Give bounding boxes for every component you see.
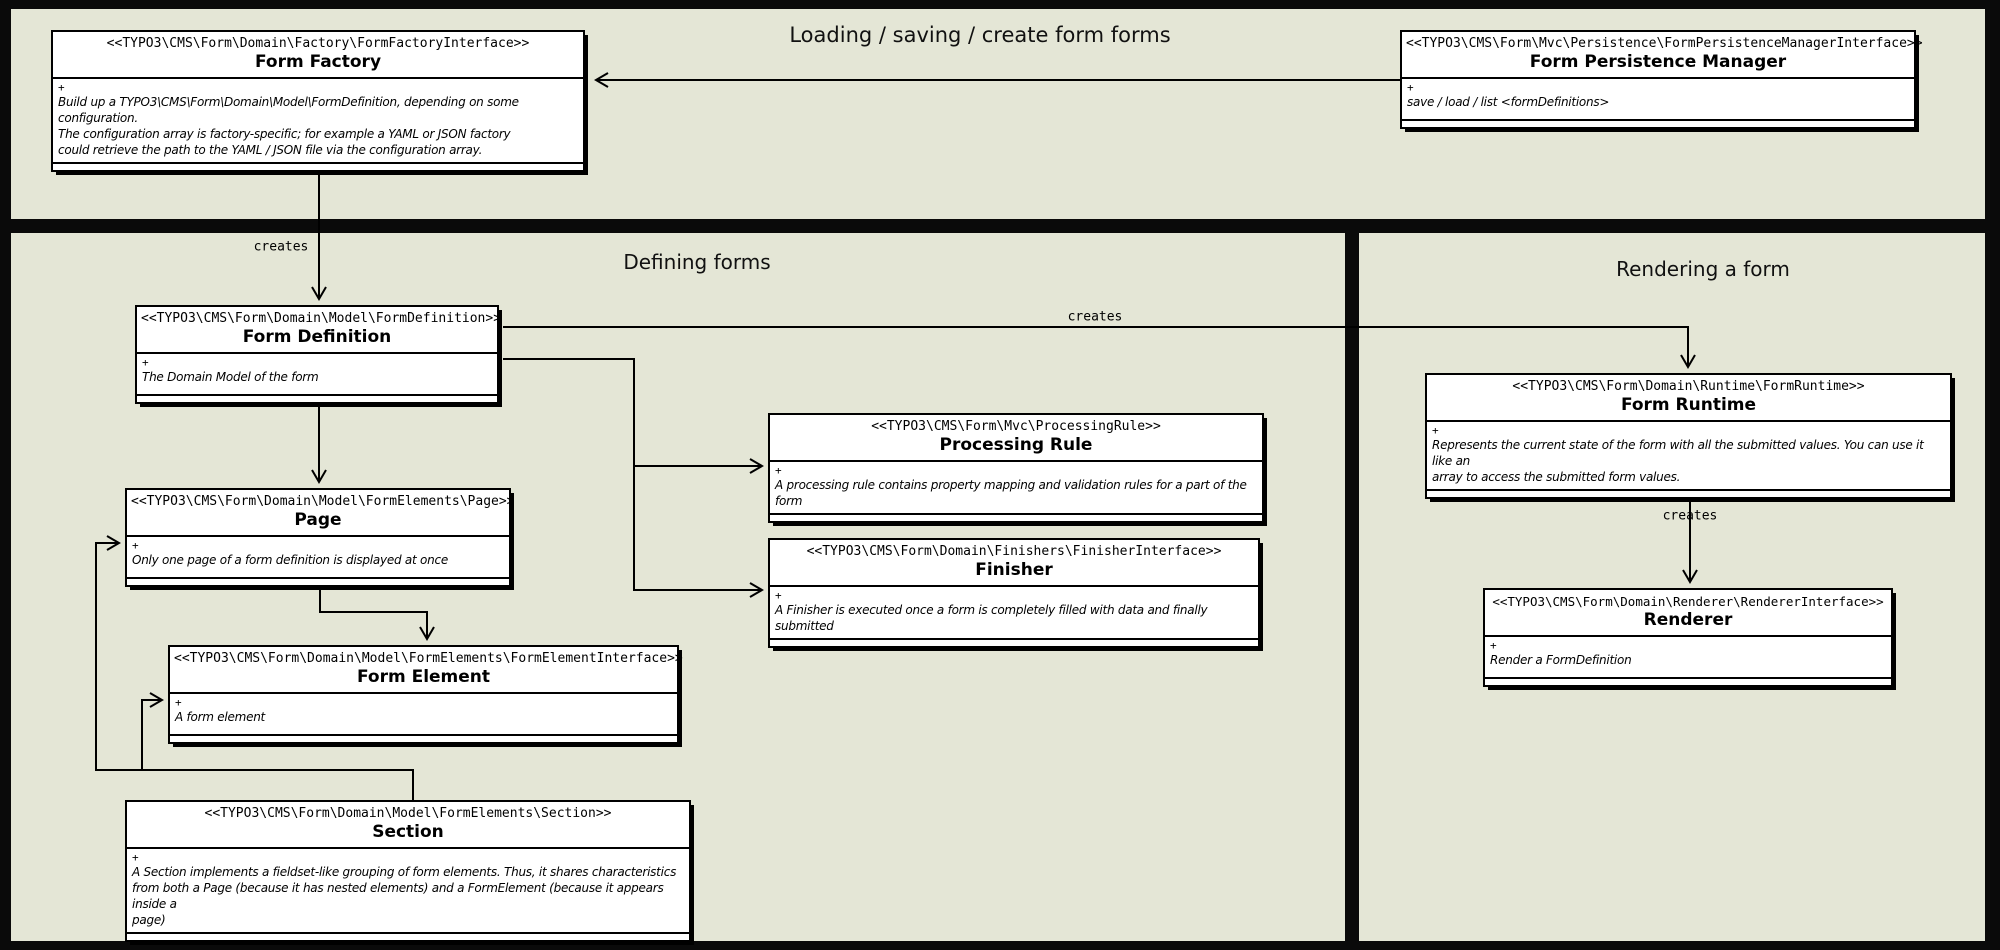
class-body: + Render a FormDefinition <box>1485 637 1891 677</box>
section-title-loading-saving: Loading / saving / create form forms <box>789 23 1171 47</box>
visibility-plus: + <box>58 81 65 94</box>
section-title-rendering-form: Rendering a form <box>1616 257 1790 281</box>
edge-label-creates-renderer: creates <box>1662 508 1718 524</box>
class-description: A Finisher is executed once a form is co… <box>775 603 1208 633</box>
stereotype: <<TYPO3\CMS\Form\Domain\Model\FormElemen… <box>204 806 612 821</box>
class-description: The Domain Model of the form <box>142 370 319 384</box>
class-name: Form Definition <box>242 327 392 347</box>
class-header: <<TYPO3\CMS\Form\Domain\Model\FormElemen… <box>127 802 689 849</box>
class-header: <<TYPO3\CMS\Form\Domain\Finishers\Finish… <box>770 540 1258 587</box>
visibility-plus: + <box>1407 81 1414 94</box>
class-box-section: <<TYPO3\CMS\Form\Domain\Model\FormElemen… <box>125 800 691 942</box>
empty-compartment <box>170 734 677 742</box>
class-header: <<TYPO3\CMS\Form\Mvc\Persistence\FormPer… <box>1402 32 1923 79</box>
visibility-plus: + <box>132 539 139 552</box>
visibility-plus: + <box>132 851 139 864</box>
class-box-form-definition: <<TYPO3\CMS\Form\Domain\Model\FormDefini… <box>135 305 502 404</box>
class-body: + Represents the current state of the fo… <box>1427 422 1950 489</box>
class-box-finisher: <<TYPO3\CMS\Form\Domain\Finishers\Finish… <box>768 538 1260 648</box>
stereotype: <<TYPO3\CMS\Form\Domain\Finishers\Finish… <box>806 544 1222 559</box>
class-description: A Section implements a fieldset-like gro… <box>132 865 677 927</box>
empty-compartment <box>1427 489 1950 497</box>
class-body: + The Domain Model of the form <box>137 354 497 394</box>
class-header: <<TYPO3\CMS\Form\Mvc\ProcessingRule>> Pr… <box>770 415 1262 462</box>
class-header: <<TYPO3\CMS\Form\Domain\Model\FormElemen… <box>127 490 515 537</box>
visibility-plus: + <box>175 696 182 709</box>
class-description: Represents the current state of the form… <box>1432 438 1924 484</box>
class-body: + save / load / list <formDefinitions> <box>1402 79 1914 119</box>
visibility-plus: + <box>142 356 149 369</box>
class-name: Section <box>372 822 444 842</box>
class-body: + A Finisher is executed once a form is … <box>770 587 1258 638</box>
stereotype: <<TYPO3\CMS\Form\Domain\Runtime\FormRunt… <box>1512 379 1865 394</box>
empty-compartment <box>770 638 1258 646</box>
stereotype: <<TYPO3\CMS\Form\Mvc\ProcessingRule>> <box>871 419 1161 434</box>
class-header: <<TYPO3\CMS\Form\Domain\Factory\FormFact… <box>53 32 583 79</box>
empty-compartment <box>1485 677 1891 685</box>
class-description: Render a FormDefinition <box>1490 653 1632 667</box>
class-header: <<TYPO3\CMS\Form\Domain\Model\FormDefini… <box>137 307 502 354</box>
visibility-plus: + <box>1490 639 1497 652</box>
class-description: A processing rule contains property mapp… <box>775 478 1247 508</box>
section-title-defining-forms: Defining forms <box>623 250 771 274</box>
class-description: save / load / list <formDefinitions> <box>1407 95 1610 109</box>
class-description: Build up a TYPO3\CMS\Form\Domain\Model\F… <box>58 95 519 157</box>
empty-compartment <box>127 932 689 940</box>
visibility-plus: + <box>775 589 782 602</box>
class-body: + A Section implements a fieldset-like g… <box>127 849 689 932</box>
visibility-plus: + <box>1432 424 1439 437</box>
empty-compartment <box>53 162 583 170</box>
class-body: + Only one page of a form definition is … <box>127 537 509 577</box>
section-rendering-form <box>1356 230 1988 944</box>
class-name: Page <box>294 510 342 530</box>
empty-compartment <box>1402 119 1914 127</box>
class-header: <<TYPO3\CMS\Form\Domain\Model\FormElemen… <box>170 647 683 694</box>
class-box-renderer: <<TYPO3\CMS\Form\Domain\Renderer\Rendere… <box>1483 588 1893 687</box>
stereotype: <<TYPO3\CMS\Form\Domain\Renderer\Rendere… <box>1492 594 1884 609</box>
class-name: Form Element <box>356 667 491 687</box>
class-description: Only one page of a form definition is di… <box>132 553 448 567</box>
class-box-page: <<TYPO3\CMS\Form\Domain\Model\FormElemen… <box>125 488 515 587</box>
stereotype: <<TYPO3\CMS\Form\Domain\Model\FormElemen… <box>131 494 515 509</box>
class-box-form-element: <<TYPO3\CMS\Form\Domain\Model\FormElemen… <box>168 645 683 744</box>
class-header: <<TYPO3\CMS\Form\Domain\Runtime\FormRunt… <box>1427 375 1950 422</box>
class-box-form-persistence-manager: <<TYPO3\CMS\Form\Mvc\Persistence\FormPer… <box>1400 30 1923 129</box>
class-name: Renderer <box>1643 610 1733 630</box>
edge-label-creates-runtime: creates <box>1067 309 1123 325</box>
empty-compartment <box>137 394 497 402</box>
class-body: + A processing rule contains property ma… <box>770 462 1262 513</box>
class-name: Processing Rule <box>939 435 1093 455</box>
stereotype: <<TYPO3\CMS\Form\Mvc\Persistence\FormPer… <box>1406 36 1923 51</box>
edge-label-creates-factory: creates <box>253 239 309 255</box>
visibility-plus: + <box>775 464 782 477</box>
class-name: Form Factory <box>254 52 382 72</box>
stereotype: <<TYPO3\CMS\Form\Domain\Model\FormElemen… <box>174 651 683 666</box>
class-name: Form Runtime <box>1620 395 1757 415</box>
class-body: + Build up a TYPO3\CMS\Form\Domain\Model… <box>53 79 583 162</box>
stereotype: <<TYPO3\CMS\Form\Domain\Factory\FormFact… <box>106 36 530 51</box>
empty-compartment <box>770 513 1262 521</box>
class-name: Finisher <box>975 560 1053 580</box>
class-box-form-runtime: <<TYPO3\CMS\Form\Domain\Runtime\FormRunt… <box>1425 373 1952 499</box>
class-header: <<TYPO3\CMS\Form\Domain\Renderer\Rendere… <box>1485 590 1891 637</box>
class-box-form-factory: <<TYPO3\CMS\Form\Domain\Factory\FormFact… <box>51 30 585 172</box>
class-box-processing-rule: <<TYPO3\CMS\Form\Mvc\ProcessingRule>> Pr… <box>768 413 1264 523</box>
class-name: Form Persistence Manager <box>1529 52 1787 72</box>
class-description: A form element <box>175 710 266 724</box>
stereotype: <<TYPO3\CMS\Form\Domain\Model\FormDefini… <box>141 311 502 326</box>
class-body: + A form element <box>170 694 677 734</box>
empty-compartment <box>127 577 509 585</box>
